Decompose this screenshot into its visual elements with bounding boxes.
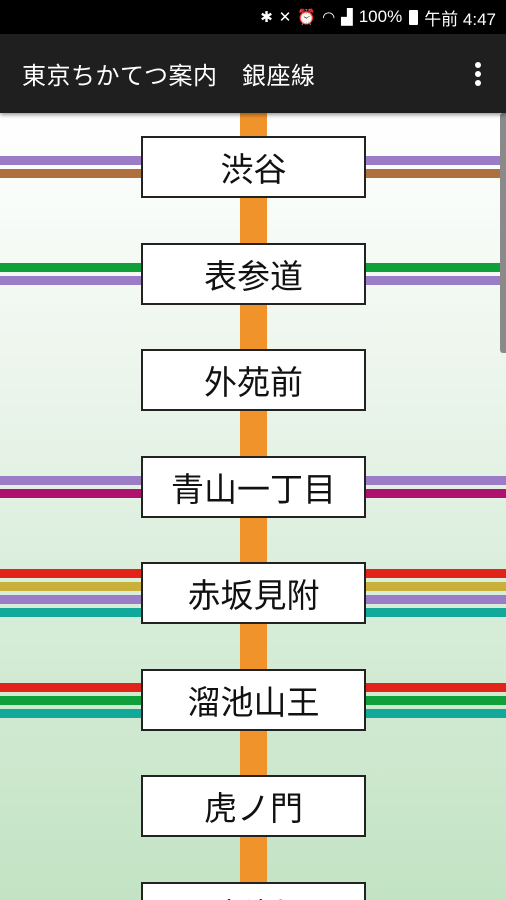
station-button[interactable]: 溜池山王 <box>141 669 366 731</box>
station-row: 赤坂見附 <box>0 562 506 624</box>
station-button[interactable]: 青山一丁目 <box>141 456 366 518</box>
mute-icon: ✕ <box>278 8 292 26</box>
more-vert-icon[interactable] <box>466 58 490 90</box>
status-bar: ✱ ✕ ⏰ ◠ ▟ 100% 午前 4:47 <box>0 0 506 34</box>
station-row: 外苑前 <box>0 349 506 411</box>
line-diagram[interactable]: 渋谷表参道外苑前青山一丁目赤坂見附溜池山王虎ノ門新橋 <box>0 113 506 900</box>
battery-level: 100% <box>358 7 403 26</box>
station-row: 渋谷 <box>0 136 506 198</box>
bluetooth-icon: ✱ <box>260 8 273 26</box>
battery-icon <box>409 9 419 25</box>
station-row: 青山一丁目 <box>0 456 506 518</box>
signal-icon: ▟ <box>341 8 353 26</box>
station-row: 虎ノ門 <box>0 775 506 837</box>
station-row: 新橋 <box>0 882 506 900</box>
station-row: 表参道 <box>0 243 506 305</box>
wifi-icon: ◠ <box>322 8 336 26</box>
alarm-icon: ⏰ <box>297 8 317 26</box>
station-button[interactable]: 外苑前 <box>141 349 366 411</box>
station-button[interactable]: 赤坂見附 <box>141 562 366 624</box>
station-button[interactable]: 表参道 <box>141 243 366 305</box>
station-button[interactable]: 渋谷 <box>141 136 366 198</box>
clock: 午前 4:47 <box>424 9 496 29</box>
app-title: 東京ちかてつ案内 銀座線 <box>22 62 316 90</box>
station-button[interactable]: 新橋 <box>141 882 366 900</box>
app-bar: 東京ちかてつ案内 銀座線 <box>0 34 506 113</box>
station-button[interactable]: 虎ノ門 <box>141 775 366 837</box>
scrollbar[interactable] <box>500 113 506 353</box>
station-row: 溜池山王 <box>0 669 506 731</box>
